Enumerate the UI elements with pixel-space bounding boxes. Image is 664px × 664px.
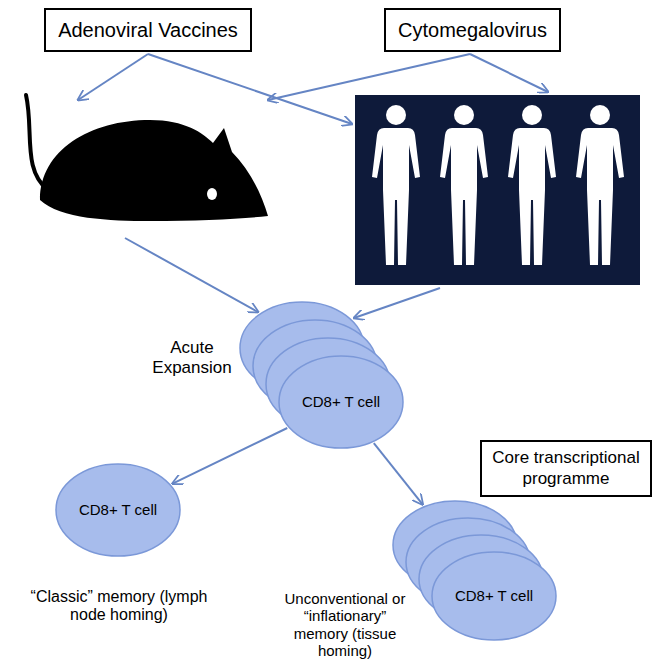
- cell-ellipse: [279, 356, 403, 448]
- memory-label: Unconventional or “inflationary” memory …: [278, 590, 412, 659]
- cell-stack: CD8+ T cell: [390, 498, 560, 644]
- cell-label: CD8+ T cell: [79, 501, 157, 519]
- mouse-silhouette: [26, 95, 268, 221]
- cell-ellipse: [432, 552, 556, 640]
- box-label: Cytomegalovirus: [398, 18, 547, 42]
- source-box: Cytomegalovirus: [384, 8, 561, 52]
- cell-stack: CD8+ T cell: [236, 298, 408, 452]
- cell-label: CD8+ T cell: [302, 393, 380, 411]
- connector-arrow: [173, 428, 288, 484]
- humans-panel: [355, 95, 640, 285]
- cell-label: CD8+ T cell: [455, 587, 533, 605]
- ellipse-outline: [236, 298, 408, 452]
- box-label: Core transcriptional programme: [488, 448, 644, 489]
- ellipse-outline: [390, 498, 560, 644]
- source-arrows: [78, 54, 548, 318]
- source-box: Adenoviral Vaccines: [44, 8, 252, 52]
- program-box: Core transcriptional programme: [480, 440, 652, 497]
- memory-label: “Classic” memory (lymph node homing): [24, 588, 214, 625]
- cell-ellipse: CD8+ T cell: [54, 462, 182, 558]
- connector-arrow: [374, 443, 423, 504]
- box-label: Adenoviral Vaccines: [58, 18, 238, 42]
- stage-label: Acute Expansion: [146, 338, 238, 377]
- cell-ellipse: [56, 464, 180, 556]
